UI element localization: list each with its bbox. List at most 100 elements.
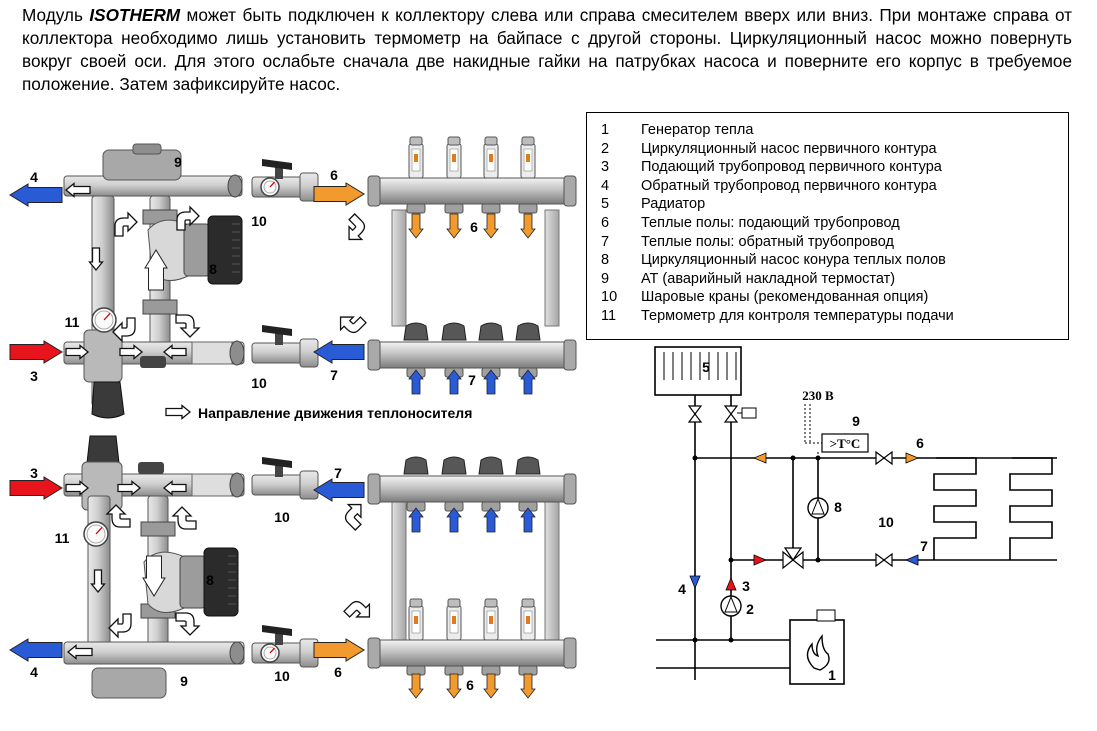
curved-flow-arrow <box>108 613 132 639</box>
union-nut <box>140 521 176 537</box>
legend-number: 2 <box>601 140 610 157</box>
return-manifold <box>367 456 577 512</box>
flow-direction-note: Направление движения теплоносителя <box>198 405 472 421</box>
curved-arrow-shape <box>175 612 201 636</box>
loop-flow-arrow <box>483 507 499 533</box>
manifold-end <box>367 339 381 371</box>
floor-heating-coil <box>933 457 977 560</box>
curved-flow-arrow <box>348 213 366 241</box>
mounting-bracket <box>544 499 560 641</box>
radiator <box>654 346 742 396</box>
legend-number: 10 <box>601 289 618 306</box>
junction-dot <box>728 637 734 643</box>
callout-number: 3 <box>30 465 38 481</box>
legend-text: Генератор тепла <box>641 122 754 138</box>
manifold-bar <box>373 639 571 667</box>
floor-return-arrow <box>313 478 365 502</box>
schematic-valve <box>687 405 703 423</box>
ball-valve <box>251 325 319 368</box>
flow-direction-arrow <box>64 182 91 198</box>
voltage-label: 230 В <box>802 388 834 403</box>
callout-number: 11 <box>55 530 70 546</box>
valve-cap <box>403 456 429 475</box>
flowmeter-indicator <box>526 616 530 624</box>
callout-number: 3 <box>742 578 750 594</box>
flow-marker <box>753 554 768 566</box>
callout-number: 4 <box>30 169 38 185</box>
loop-flow-arrow <box>446 673 462 699</box>
legend-number: 4 <box>601 177 610 194</box>
flow-direction-arrow <box>66 644 93 660</box>
callout-number: 3 <box>30 368 38 384</box>
flow-direction-arrow <box>88 247 104 272</box>
loop-outlet <box>481 203 501 214</box>
legend-text: Обратный трубопровод первичного контура <box>641 177 937 194</box>
curved-arrow-shape <box>348 213 366 241</box>
flow-direction-arrow <box>65 344 90 360</box>
valve-cap <box>478 322 504 341</box>
supply-manifold <box>367 598 577 676</box>
pump-direction-arrow <box>142 555 166 597</box>
legend-text: Радиатор <box>641 196 706 213</box>
callout-number: 10 <box>878 514 894 530</box>
floor-return-arrow <box>313 340 365 364</box>
valve-cap <box>441 322 467 341</box>
callout-number: 8 <box>209 261 217 277</box>
loop-flow-arrow <box>520 673 536 699</box>
thermometer-needle <box>103 312 111 321</box>
pump-motor <box>179 555 207 609</box>
mixing-valve-body <box>83 329 123 383</box>
return-manifold <box>367 322 577 378</box>
thermostat-cap <box>132 143 162 155</box>
pump-electronics <box>203 547 239 617</box>
legend-text: Подающий трубопровод первичного контура <box>641 159 942 176</box>
manifold-end <box>563 175 577 207</box>
flow-marker <box>905 452 920 464</box>
pipe-cap <box>229 340 245 366</box>
valve-stem <box>275 331 283 345</box>
loop-outlet <box>444 203 464 214</box>
flue <box>816 609 836 622</box>
legend-text: Термометр для контроля температуры подач… <box>641 307 954 324</box>
flow-marker <box>725 576 737 591</box>
pump-electronics <box>207 215 243 285</box>
callout-number: 10 <box>274 509 290 525</box>
flowmeter-indicator <box>452 154 456 162</box>
flow-direction-arrow <box>117 480 142 496</box>
curved-arrow-shape <box>343 600 371 618</box>
callout-number: 6 <box>330 167 338 183</box>
legend-item: 10 Шаровые краны (рекомендованная опция) <box>601 288 1058 307</box>
legend-text: Шаровые краны (рекомендованная опция) <box>641 289 929 306</box>
loop-flow-arrow <box>520 507 536 533</box>
callout-number: 6 <box>470 219 478 235</box>
legend-text: АТ (аварийный накладной термостат) <box>641 270 896 287</box>
schematic-valve <box>875 450 893 466</box>
bypass-valve-knob <box>140 356 166 368</box>
flow-marker <box>689 575 701 590</box>
curved-arrow-shape <box>114 211 138 237</box>
return-flow-arrow <box>9 183 63 207</box>
thermostatic-head <box>741 407 757 419</box>
valve-cap <box>441 456 467 475</box>
flow-direction-arrow <box>65 480 90 496</box>
callout-number: 10 <box>274 668 290 684</box>
curved-arrow-shape <box>108 613 132 639</box>
callout-number: 8 <box>206 572 214 588</box>
callout-number: 9 <box>852 413 860 429</box>
legend-item: 4 Обратный трубопровод первичного контура <box>601 177 1058 196</box>
flowmeter-cap <box>447 136 461 146</box>
floor-supply-arrow <box>313 638 365 662</box>
legend-number: 8 <box>601 252 610 269</box>
manifold-end <box>563 339 577 371</box>
callout-number: 1 <box>828 667 836 683</box>
flow-direction-arrow <box>90 569 106 594</box>
pipe-cap <box>229 472 245 498</box>
supply-flow-arrow <box>9 340 63 364</box>
safety-thermostat-housing <box>91 667 167 699</box>
